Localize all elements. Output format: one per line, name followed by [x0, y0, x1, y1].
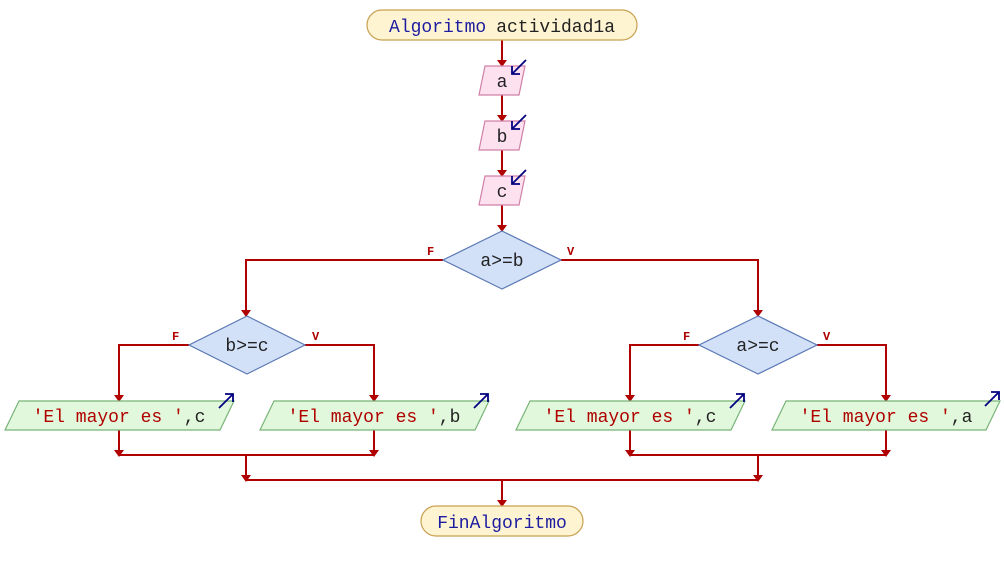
arrowhead — [881, 450, 891, 457]
arrowhead — [241, 310, 251, 317]
decision-main-true-label: V — [567, 245, 575, 259]
arrowhead — [753, 310, 763, 317]
input-var-label: c — [497, 183, 508, 203]
decision-right-condition: a>=c — [736, 337, 779, 357]
decision-left-condition: b>=c — [225, 337, 268, 357]
output-arrow-icon — [984, 391, 1000, 407]
decision-right-true-label: V — [823, 330, 831, 344]
input-node-b[interactable]: b — [478, 114, 527, 151]
decision-right[interactable]: a>=c F V — [683, 315, 831, 375]
arrowhead — [497, 170, 507, 177]
decision-right-shape — [697, 315, 819, 375]
input-var-label: a — [497, 73, 508, 93]
input-node-a[interactable]: a — [478, 59, 527, 96]
output-separator: , — [695, 408, 706, 428]
arrowhead — [497, 60, 507, 67]
start-node-shape — [366, 9, 638, 41]
output-separator: , — [439, 408, 450, 428]
input-arrow-icon — [511, 59, 527, 75]
output-node-shape — [771, 400, 1001, 431]
decision-main-shape — [441, 230, 563, 290]
edge-main-false — [245, 259, 443, 310]
output-node-3[interactable]: 'El mayor es ',c — [515, 393, 746, 431]
output-node-shape — [259, 400, 490, 431]
output-string: 'El mayor es ' — [33, 408, 184, 428]
arrowheads — [114, 60, 891, 507]
output-node-2[interactable]: 'El mayor es ',b — [259, 393, 490, 431]
start-keyword: Algoritmo — [389, 18, 486, 38]
output-node-shape — [4, 400, 235, 431]
output-node-text: 'El mayor es ',c — [544, 408, 717, 428]
edge-right-false — [629, 344, 699, 395]
decision-left-false-label: F — [172, 330, 179, 344]
output-separator: , — [951, 408, 962, 428]
end-node[interactable]: FinAlgoritmo — [420, 505, 584, 537]
decision-main-condition: a>=b — [480, 252, 523, 272]
input-arrow-icon — [511, 114, 527, 130]
arrowhead — [497, 115, 507, 122]
arrowhead — [753, 475, 763, 482]
output-node-text: 'El mayor es ',c — [33, 408, 206, 428]
decision-right-false-label: F — [683, 330, 690, 344]
start-name: actividad1a — [496, 18, 615, 38]
arrowhead — [369, 395, 379, 402]
arrowhead — [114, 450, 124, 457]
decision-left-true-label: V — [312, 330, 320, 344]
output-arrow-icon — [729, 393, 745, 409]
output-var: c — [195, 408, 206, 428]
arrowhead — [497, 500, 507, 507]
arrowhead — [625, 395, 635, 402]
arrowhead — [881, 395, 891, 402]
edge-right-true — [817, 344, 887, 395]
output-var: b — [450, 408, 461, 428]
decision-left-shape — [187, 315, 307, 375]
output-arrow-icon — [218, 393, 234, 409]
start-node[interactable]: Algoritmo actividad1a — [366, 9, 638, 41]
arrowhead — [497, 225, 507, 232]
edge-left-true — [305, 344, 375, 395]
edge-main-true — [561, 259, 759, 310]
output-node-shape — [515, 400, 746, 431]
output-var: c — [706, 408, 717, 428]
output-var: a — [962, 408, 973, 428]
edge-left-false — [118, 344, 189, 395]
arrowhead — [625, 450, 635, 457]
arrowhead — [241, 475, 251, 482]
input-arrow-icon — [511, 169, 527, 185]
output-node-text: 'El mayor es ',a — [800, 408, 973, 428]
output-string: 'El mayor es ' — [800, 408, 951, 428]
input-node-c[interactable]: c — [478, 169, 527, 206]
arrowhead — [114, 395, 124, 402]
end-node-shape — [420, 505, 584, 537]
decision-main[interactable]: a>=b F V — [427, 230, 575, 290]
output-node-text: 'El mayor es ',b — [288, 408, 461, 428]
start-node-label: Algoritmo actividad1a — [389, 18, 615, 38]
flow-lines — [118, 40, 887, 500]
output-string: 'El mayor es ' — [544, 408, 695, 428]
output-node-4[interactable]: 'El mayor es ',a — [771, 391, 1001, 431]
arrowhead — [369, 450, 379, 457]
input-var-label: b — [497, 128, 508, 148]
decision-left[interactable]: b>=c F V — [172, 315, 320, 375]
output-separator: , — [184, 408, 195, 428]
end-node-label: FinAlgoritmo — [437, 514, 567, 534]
output-arrow-icon — [473, 393, 489, 409]
decision-main-false-label: F — [427, 245, 434, 259]
output-string: 'El mayor es ' — [288, 408, 439, 428]
output-node-1[interactable]: 'El mayor es ',c — [4, 393, 235, 431]
